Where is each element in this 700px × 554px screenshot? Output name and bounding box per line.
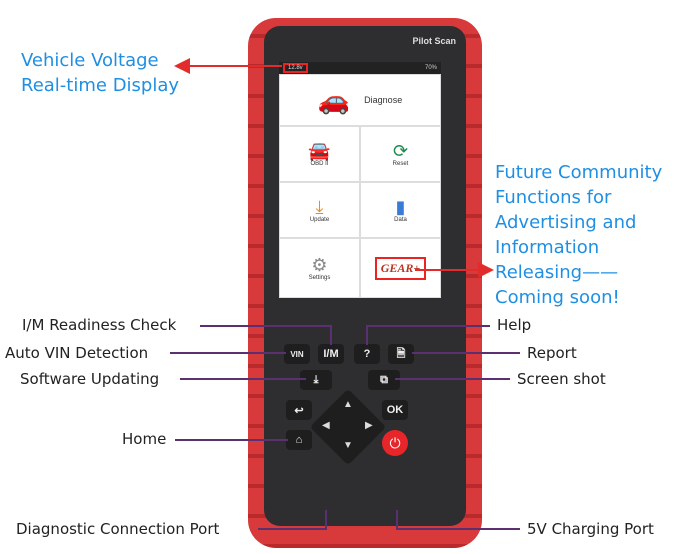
tile-label: Diagnose [364,95,403,105]
download-icon: ⤓ [313,373,319,386]
screenshot-label: Screen shot [517,370,606,388]
callout-line: Real-time Display [21,75,180,96]
tile-label: Settings [308,275,331,281]
tile-update[interactable]: ⤓ Update [279,182,360,238]
tile-reset[interactable]: ⟳ Reset [360,126,441,182]
help-label: Help [497,316,532,334]
data-book-icon: ▮ [395,197,406,217]
callout-line: Releasing—— [495,262,619,283]
community-callout: Future Community Functions for Advertisi… [495,160,662,310]
home-icon: ⌂ [295,434,303,446]
home-label: Home [122,430,167,448]
callout-line: Advertising and [495,212,637,233]
right-arrow-icon[interactable]: ▶ [365,420,373,431]
screenshot-key[interactable]: ⧉ [368,370,400,390]
help-line [366,325,490,345]
left-arrow-icon[interactable]: ◀ [322,420,330,431]
status-bar: 12.8v 70% [279,62,441,74]
battery-level: 70% [424,65,437,71]
callout-line: Information [495,237,600,258]
gear-plus-logo: GEAR+ [374,256,427,280]
tile-label: Update [309,217,330,223]
voltage-readout: 12.8v [283,63,308,73]
screen: 12.8v 70% 🚗 Diagnose 🚘 OBD II ⟳ Reset ⤓ … [279,62,441,298]
im-line [200,325,332,345]
callout-line: Coming soon! [495,287,620,308]
help-key[interactable]: ? [354,344,380,364]
vin-key[interactable]: VIN [284,344,310,364]
diag-port-label: Diagnostic Connection Port [16,520,220,538]
update-key[interactable]: ⤓ [300,370,332,390]
callout-line: Functions for [495,187,612,208]
im-key[interactable]: I/M [318,344,344,364]
vin-label: Auto VIN Detection [5,344,149,362]
diag-port-line [258,510,327,530]
callout-line: Future Community [495,162,663,183]
im-label: I/M Readiness Check [22,316,177,334]
brand-label: Pilot Scan [412,36,456,46]
power-icon: ⏻ [389,434,401,451]
reset-wrench-icon: ⟳ [392,141,409,161]
home-key[interactable]: ⌂ [286,430,312,450]
tile-obd[interactable]: 🚘 OBD II [279,126,360,182]
voltage-callout: Vehicle Voltage Real-time Display [21,48,179,98]
callout-line: Vehicle Voltage [21,50,159,71]
down-arrow-icon[interactable]: ▼ [343,440,353,451]
ok-key[interactable]: OK [382,400,408,420]
tile-label: Data [394,217,407,223]
report-key[interactable]: 🗎 [388,344,414,364]
tile-diagnose[interactable]: 🚗 Diagnose [279,74,441,126]
charge-port-line [396,510,520,530]
power-button[interactable]: ⏻ [382,430,408,456]
software-label: Software Updating [20,370,160,388]
gear-icon: ⚙ [311,255,328,275]
charge-port-label: 5V Charging Port [527,520,654,538]
mechanic-car-icon: 🚗 [317,85,351,115]
report-label: Report [527,344,577,362]
tile-gear-plus[interactable]: GEAR+ [360,238,441,298]
crop-icon: ⧉ [380,373,388,386]
back-icon: ↩ [294,404,304,417]
tile-label: Reset [392,161,409,167]
scanner-face: Pilot Scan 12.8v 70% 🚗 Diagnose 🚘 OBD II… [264,26,466,526]
download-icon: ⤓ [315,197,324,217]
up-arrow-icon[interactable]: ▲ [343,399,353,410]
tile-settings[interactable]: ⚙ Settings [279,238,360,298]
tile-label: OBD II [310,161,329,167]
car-search-icon: 🚘 [308,141,331,161]
report-icon: 🗎 [396,347,406,360]
back-key[interactable]: ↩ [286,400,312,420]
tile-data[interactable]: ▮ Data [360,182,441,238]
